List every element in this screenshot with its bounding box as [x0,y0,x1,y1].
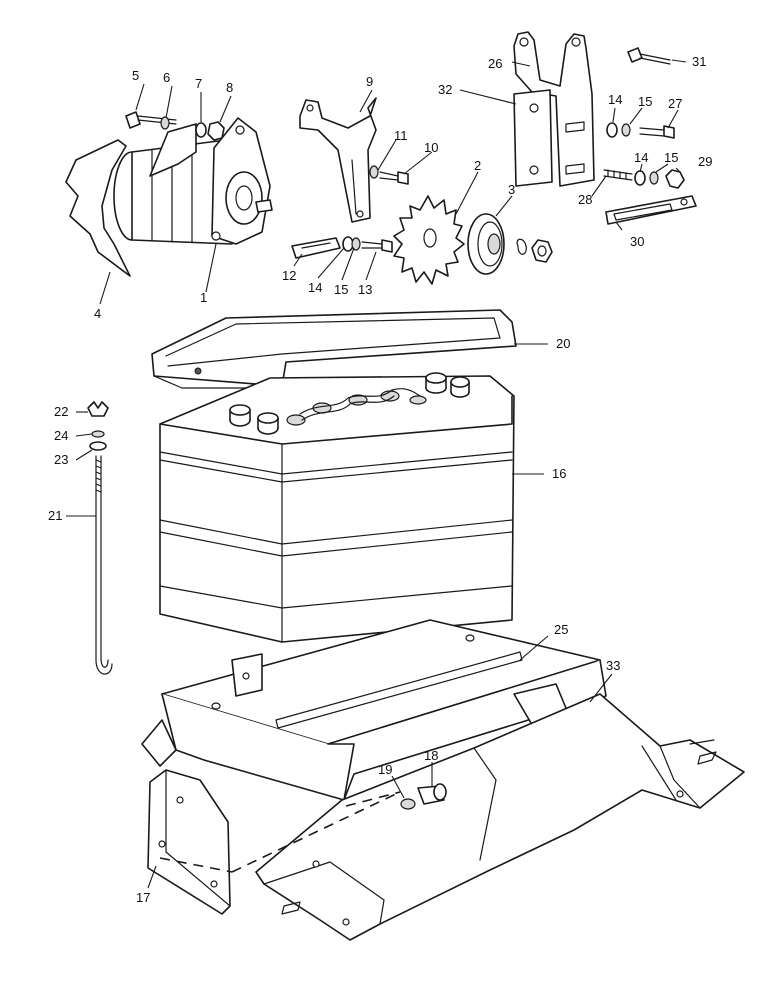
washer-23 [89,441,107,451]
callout-17-visible: 17 [136,890,150,905]
spring-washer-19 [400,798,416,810]
heat-shield [65,139,131,277]
bolt-13 [361,239,393,253]
callout-2: 2 [474,158,481,173]
wing-nut-22 [87,401,109,417]
washer-14b [606,122,618,138]
callout-15b: 15 [638,94,652,109]
nut-29 [665,169,685,189]
strap-30 [605,195,697,225]
spring-washer-6 [160,116,170,130]
stud-28 [603,169,633,181]
callout-7: 7 [195,76,202,91]
washer-7 [195,122,207,138]
bolt-5 [125,111,177,129]
callout-14a: 14 [308,280,322,295]
callout-21: 21 [48,508,62,523]
callout-4: 4 [94,306,101,321]
callout-16: 16 [552,466,566,481]
callout-18: 18 [424,748,438,763]
callout-31: 31 [692,54,706,69]
nut-8 [207,121,225,141]
alignment-dash-2 [231,791,401,873]
alignment-dash [159,791,401,873]
bolt-10 [379,171,409,185]
bolt-31 [627,47,671,65]
callout-13: 13 [358,282,372,297]
callout-1: 1 [200,290,207,305]
callout-14b: 14 [608,92,622,107]
callout-23: 23 [54,452,68,467]
callout-26: 26 [488,56,502,71]
bolt-27 [639,125,675,139]
bolt-18 [417,783,447,805]
callout-6: 6 [163,70,170,85]
battery-clamp-frame-20 [151,309,517,389]
callout-8: 8 [226,80,233,95]
washer-14c [634,170,646,186]
alternator [113,117,273,245]
callout-30-label: 30 [630,234,644,249]
callout-3: 3 [508,182,515,197]
pulley-washer [516,238,527,255]
plate-32 [513,89,553,187]
callout-15c: 15 [664,150,678,165]
support-bracket-17 [147,769,231,915]
callout-29: 29 [698,154,712,169]
callout-20: 20 [556,336,570,351]
callout-10: 10 [424,140,438,155]
spring-washer-15a [351,237,361,251]
spring-washer-15c [649,171,659,185]
callout-19-label: 19 [378,762,392,777]
bracket-9 [299,97,377,223]
fan-2 [393,195,465,285]
leader-lines [66,59,687,889]
callout-14c: 14 [634,150,648,165]
hook-rod-21 [95,455,113,675]
callout-28: 28 [578,192,592,207]
adjusting-link-12 [291,237,341,259]
pulley-3 [467,213,505,275]
callout-27: 27 [668,96,682,111]
callout-11: 11 [394,128,408,143]
callout-5: 5 [132,68,139,83]
callout-9: 9 [366,74,373,89]
callout-22: 22 [54,404,68,419]
callout-32: 32 [438,82,452,97]
spring-washer-11 [369,165,379,179]
battery-tray-25 [141,619,607,801]
spring-washer-15b [621,123,631,137]
callout-12: 12 [282,268,296,283]
callout-25: 25 [554,622,568,637]
callout-15a: 15 [334,282,348,297]
callout-labels: 5 6 7 8 4 1 9 11 10 2 3 12 14 15 13 26 3… [48,54,712,777]
callout-33: 33 [606,658,620,673]
battery-16 [159,372,515,643]
support-bracket-33 [255,693,745,941]
spring-washer-24 [91,430,105,438]
callout-24: 24 [54,428,68,443]
